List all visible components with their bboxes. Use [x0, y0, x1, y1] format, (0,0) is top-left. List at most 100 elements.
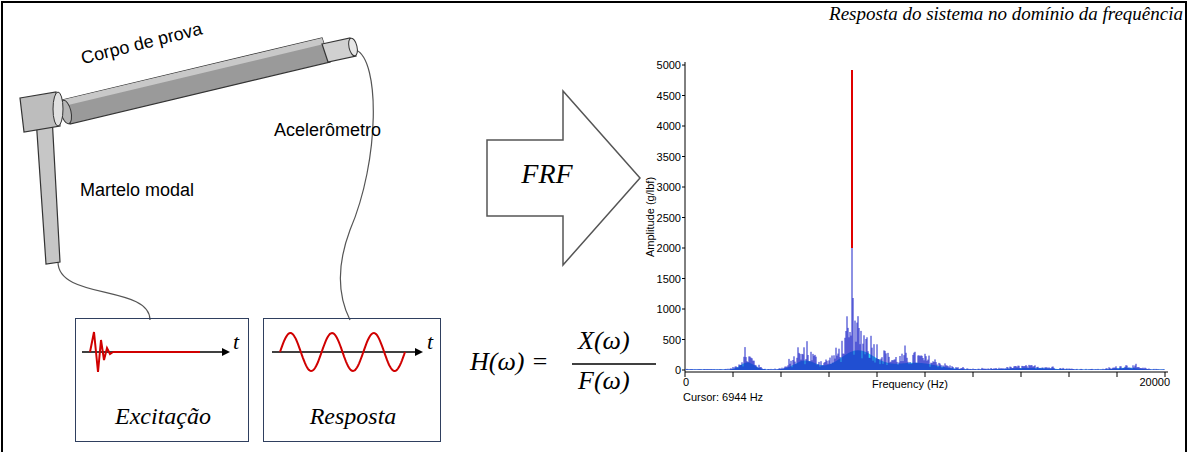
spectrum-line	[881, 359, 882, 370]
spectrum-line	[949, 367, 950, 370]
spectrum-line	[938, 367, 939, 370]
spectrum-line	[975, 369, 976, 370]
arrow-label: FRF	[521, 158, 572, 190]
spectrum-line	[910, 362, 911, 370]
spectrum-line	[837, 356, 838, 370]
spectrum-line	[1049, 367, 1050, 370]
spectrum-line	[706, 369, 707, 371]
y-ticks	[682, 65, 685, 370]
signal-box: tResposta	[263, 318, 441, 442]
spectrum-line	[928, 360, 929, 370]
spectrum-line	[1032, 365, 1033, 370]
spectrum-line	[1060, 368, 1061, 370]
spectrum-line	[1034, 366, 1035, 370]
spectrum-line	[691, 369, 692, 371]
spectrum-line	[729, 369, 730, 370]
spectrum-line	[718, 369, 719, 371]
spectrum-line	[747, 361, 748, 370]
spectrum-line	[831, 364, 832, 370]
spectrum-line	[960, 369, 961, 370]
y-tick-label: 0	[675, 364, 681, 376]
y-tick-label: 4000	[657, 120, 681, 132]
spectrum-line	[827, 361, 828, 370]
spectrum-line	[1007, 367, 1008, 370]
spectrum-line	[814, 356, 815, 370]
spectrum-line	[796, 364, 797, 370]
spectrum-line	[1015, 366, 1016, 370]
spectrum-line	[761, 367, 762, 370]
spectrum-line	[808, 355, 809, 370]
spectrum-line	[913, 355, 914, 370]
spectrum-line	[895, 359, 896, 370]
spectrum-line	[1154, 369, 1155, 370]
spectrum-line	[1079, 369, 1080, 370]
spectrum-line	[834, 355, 835, 370]
spectrum-line	[719, 369, 720, 371]
spectrum-line	[751, 358, 752, 370]
spectrum-line	[863, 344, 864, 370]
spectrum-line	[693, 369, 694, 371]
spectrum-line	[750, 357, 751, 370]
spectrum-line	[1120, 366, 1121, 370]
spectrum-line	[846, 331, 847, 370]
spectrum-line	[1096, 369, 1097, 371]
spectrum-line	[967, 368, 968, 370]
spectrum-line	[893, 360, 894, 370]
spectrum-line	[865, 354, 866, 370]
spectrum-line	[1061, 368, 1062, 370]
spectrum-line	[867, 337, 868, 370]
spectrum-line	[1088, 369, 1089, 371]
spectrum-line	[1046, 367, 1047, 370]
x-tick	[1117, 372, 1118, 377]
spectrum-line	[899, 362, 900, 370]
spectrum-line	[805, 364, 806, 370]
spectrum-line	[1164, 369, 1165, 371]
spectrum-line	[868, 351, 869, 370]
spectrum-line	[872, 348, 873, 370]
spectrum-line	[1161, 369, 1162, 371]
spectrum-line	[725, 369, 726, 371]
spectrum-line	[1053, 367, 1054, 371]
chart-title: Resposta do sistema no domínio da frequê…	[829, 3, 1183, 25]
spectrum-line	[935, 359, 936, 370]
spectrum-line	[1092, 369, 1093, 370]
spectrum-line	[1107, 368, 1108, 370]
spectrum-line	[789, 359, 790, 370]
spectrum-line	[819, 362, 820, 370]
spectrum-line	[964, 368, 965, 370]
spectrum-line	[715, 369, 716, 371]
spectrum-line	[1132, 369, 1133, 370]
spectrum-line	[954, 369, 955, 370]
time-axis-label: t	[233, 329, 239, 355]
spectrum-line	[711, 369, 712, 371]
spectrum-line	[977, 369, 978, 370]
spectrum-line	[1040, 368, 1041, 370]
spectrum-line	[804, 347, 805, 370]
accelerometer	[322, 37, 359, 62]
spectrum-line	[695, 369, 696, 371]
spectrum-line	[1097, 369, 1098, 371]
spectrum-line	[722, 369, 723, 371]
spectrum-line	[1084, 369, 1085, 370]
spectrum-line	[1098, 369, 1099, 370]
spectrum-line	[1108, 369, 1109, 371]
spectrum-line	[692, 369, 693, 371]
spectrum-line	[1023, 366, 1024, 370]
spectrum-line	[734, 369, 735, 370]
spectrum-line	[830, 358, 831, 370]
spectrum-line	[757, 367, 758, 370]
spectrum-line	[776, 369, 777, 371]
spectrum-line	[880, 364, 881, 370]
axis-title: Amplitude (g/lbf)	[644, 177, 656, 257]
spectrum-line	[1143, 368, 1144, 370]
spectrum-line	[825, 362, 826, 370]
spectrum-line	[1014, 366, 1015, 370]
spectrum-line	[1063, 368, 1064, 370]
box-caption: Excitação	[115, 403, 211, 430]
spectrum-line	[686, 369, 687, 371]
spectrum-line	[929, 356, 930, 370]
spectrum-line	[962, 368, 963, 370]
spectrum-line	[937, 365, 938, 371]
spectrum-line	[1121, 366, 1122, 370]
spectrum-line	[934, 362, 935, 370]
